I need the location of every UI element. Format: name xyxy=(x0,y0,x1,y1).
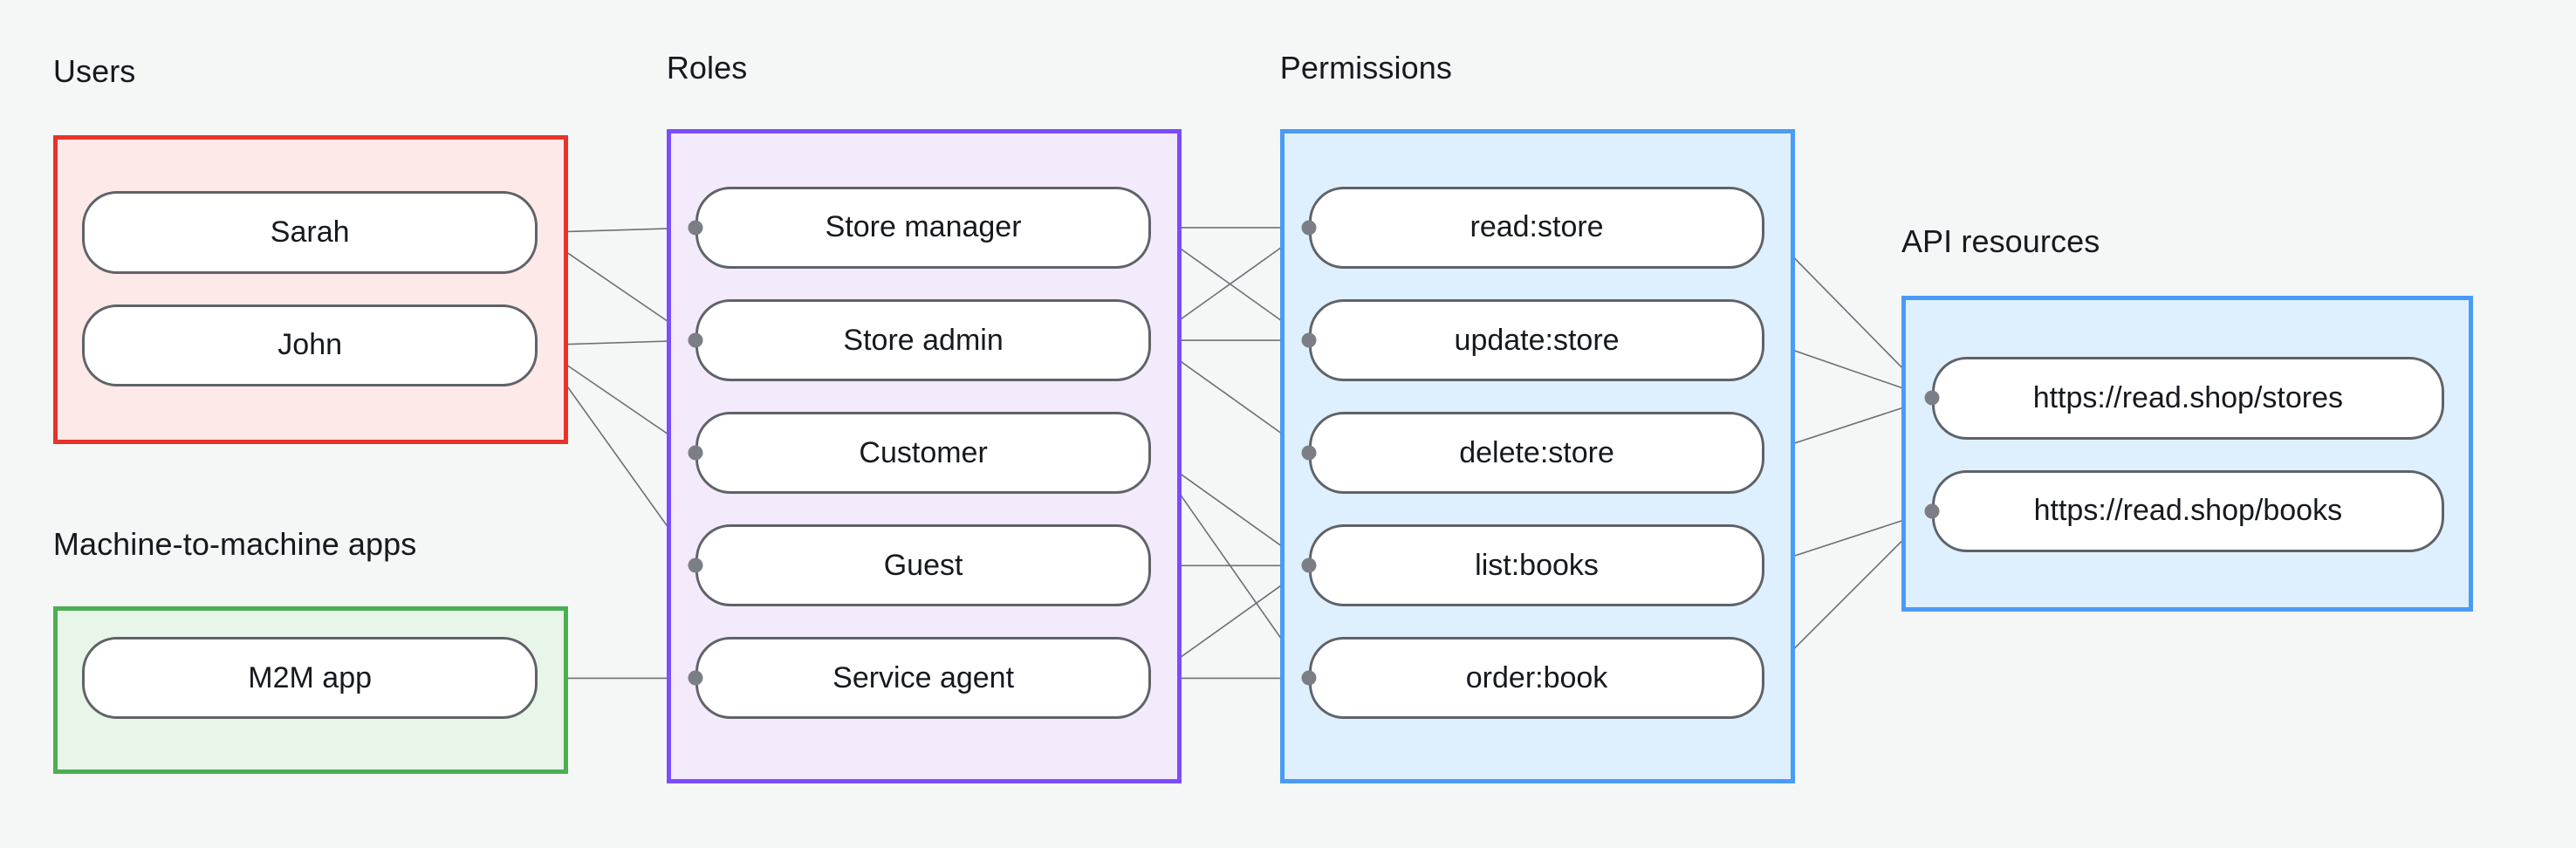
port-icon-customer xyxy=(688,445,703,461)
port-icon-res_books xyxy=(1924,503,1940,519)
group-box-users xyxy=(52,134,569,445)
node-update_store[interactable]: update:store xyxy=(1308,299,1765,382)
port-icon-list_books xyxy=(1301,557,1317,573)
node-store_manager[interactable]: Store manager xyxy=(695,186,1152,269)
port-icon-store_manager xyxy=(688,220,703,236)
port-icon-res_stores xyxy=(1924,390,1940,406)
port-icon-delete_store xyxy=(1301,445,1317,461)
group-label-api_resources: API resources xyxy=(1901,223,2100,260)
node-customer[interactable]: Customer xyxy=(695,412,1152,495)
group-box-api_resources xyxy=(1901,296,2473,612)
node-john[interactable]: John xyxy=(82,304,538,386)
port-icon-service_agent xyxy=(688,670,703,686)
node-guest[interactable]: Guest xyxy=(695,524,1152,607)
port-icon-read_store xyxy=(1301,220,1317,236)
node-res_books[interactable]: https://read.shop/books xyxy=(1932,469,2444,552)
port-icon-order_book xyxy=(1301,670,1317,686)
port-icon-store_admin xyxy=(688,332,703,348)
node-list_books[interactable]: list:books xyxy=(1308,524,1765,607)
group-label-permissions: Permissions xyxy=(1279,50,1452,86)
group-label-m2m: Machine-to-machine apps xyxy=(52,526,417,563)
port-icon-update_store xyxy=(1301,332,1317,348)
port-icon-guest xyxy=(688,557,703,573)
group-label-users: Users xyxy=(52,52,136,89)
node-read_store[interactable]: read:store xyxy=(1308,186,1765,269)
node-sarah[interactable]: Sarah xyxy=(82,191,538,274)
group-label-roles: Roles xyxy=(666,50,748,86)
node-m2m_app[interactable]: M2M app xyxy=(82,637,538,720)
node-delete_store[interactable]: delete:store xyxy=(1308,412,1765,495)
node-res_stores[interactable]: https://read.shop/stores xyxy=(1932,357,2444,440)
node-order_book[interactable]: order:book xyxy=(1308,637,1765,720)
node-service_agent[interactable]: Service agent xyxy=(695,637,1152,720)
node-store_admin[interactable]: Store admin xyxy=(695,299,1152,382)
